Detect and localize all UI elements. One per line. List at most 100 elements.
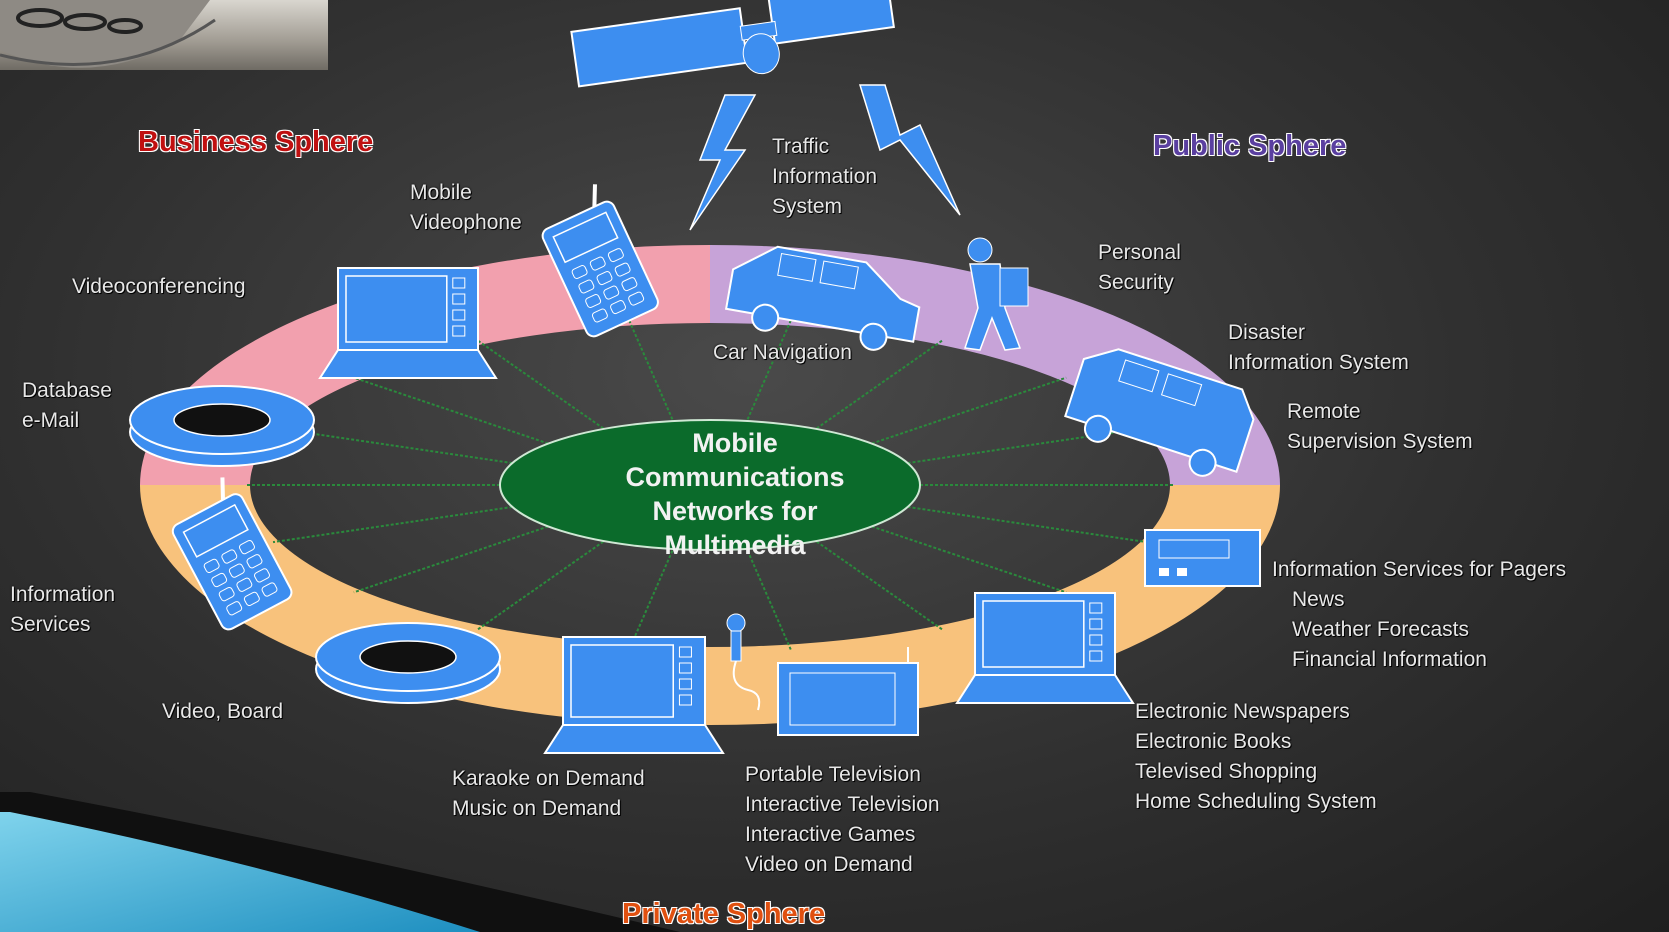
remote-supervision-label: Remote Supervision System — [1287, 397, 1473, 457]
pager-services-label: Information Services for Pagers News Wea… — [1272, 555, 1566, 675]
label-line: Weather Forecasts — [1292, 618, 1470, 641]
phone-key — [261, 582, 278, 597]
phone-key — [221, 549, 238, 564]
electronic-newspapers-label: Electronic Newspapers Electronic Books T… — [1135, 697, 1377, 817]
information-services-label: Information Services — [10, 580, 115, 640]
van-window — [1160, 373, 1203, 407]
phone-key — [226, 601, 243, 616]
lightning-icon — [689, 94, 757, 231]
laptop-display — [982, 600, 1085, 668]
laptop-button — [678, 694, 692, 706]
phone-key — [243, 591, 260, 607]
car-navigation-label: Car Navigation — [713, 338, 852, 368]
spoke-line — [902, 505, 1148, 544]
laptop-button — [678, 646, 692, 658]
van-icon — [1064, 348, 1255, 477]
phone-key — [596, 271, 613, 286]
label-line: Videophone — [410, 211, 522, 234]
private-sphere-title: Private Sphere — [622, 898, 826, 930]
phone-antenna — [220, 477, 225, 500]
disc-hole — [173, 403, 271, 437]
label-line: Videoconferencing — [72, 275, 246, 298]
tv-icon — [777, 647, 919, 736]
spoke-line — [744, 545, 792, 650]
disc-icon — [129, 385, 315, 467]
pager-button — [1177, 568, 1187, 576]
hub-line: Communications — [625, 462, 845, 492]
phone-key — [610, 300, 627, 315]
label-line: Mobile — [410, 181, 472, 204]
car-window — [819, 260, 859, 290]
laptop-keyboard — [318, 349, 498, 379]
satellite-dish — [742, 33, 780, 75]
phone-key — [603, 285, 620, 300]
pager-screen — [1158, 539, 1230, 559]
label-line: News — [1292, 588, 1345, 611]
label-line: Music on Demand — [452, 797, 622, 820]
database-email-label: Database e-Mail — [22, 376, 112, 436]
phone-key — [628, 291, 645, 306]
spoke-line — [476, 537, 609, 631]
label-line: Services — [10, 613, 91, 636]
laptop-button — [452, 309, 466, 321]
van-window — [1118, 359, 1160, 393]
car-wheel — [751, 303, 780, 332]
label-line: Karaoke on Demand — [452, 767, 645, 790]
spoke-line — [628, 320, 676, 425]
portable-television-label: Portable Television Interactive Televisi… — [745, 760, 940, 880]
label-line: Video, Board — [162, 700, 284, 723]
phone-screen — [182, 503, 249, 558]
label-line: e-Mail — [22, 409, 80, 432]
mobile-videophone-label: Mobile Videophone — [410, 178, 522, 238]
phone-key — [218, 586, 235, 602]
phone-key — [585, 294, 602, 309]
label-line: Traffic — [772, 135, 830, 158]
label-line: Portable Television — [745, 763, 921, 786]
disaster-information-label: Disaster Information System — [1228, 318, 1409, 378]
label-line: Interactive Games — [745, 823, 916, 846]
phone-key — [236, 577, 253, 592]
phone-photo-thumbnail — [0, 0, 328, 70]
label-line: Information — [10, 583, 116, 606]
label-line: System — [772, 195, 843, 218]
phone-key — [228, 563, 245, 578]
spoke-line — [866, 376, 1067, 447]
spoke-line — [811, 537, 944, 631]
phone-key — [578, 279, 595, 294]
spoke-line — [628, 545, 676, 650]
laptop-button — [678, 662, 692, 674]
label-line: Disaster — [1228, 321, 1306, 344]
phone-key — [571, 265, 588, 280]
car-window — [777, 252, 817, 282]
videoconferencing-label: Videoconferencing — [72, 272, 246, 302]
label-line: Car Navigation — [713, 341, 852, 364]
label-line: Personal — [1098, 241, 1181, 264]
label-line: Security — [1098, 271, 1174, 294]
laptop-button — [678, 678, 692, 690]
lightning-icon — [858, 84, 961, 216]
mobile-phone-icon — [541, 184, 659, 338]
phone-antenna — [592, 184, 597, 207]
phone-key — [254, 568, 270, 583]
spoke-line — [866, 523, 1067, 594]
disc-hole — [359, 640, 457, 674]
laptop-keyboard — [543, 724, 725, 754]
label-line: Home Scheduling System — [1135, 790, 1377, 813]
spoke-line — [744, 320, 792, 425]
microphone-cable — [732, 660, 761, 711]
tv-screen — [789, 672, 896, 726]
phone-key — [591, 308, 608, 323]
personal-security-label: Personal Security — [1098, 238, 1181, 298]
laptop-button — [1089, 618, 1103, 630]
person-icon — [964, 237, 1029, 351]
laptop-display — [570, 644, 674, 718]
phone-key — [589, 256, 606, 271]
label-line: Televised Shopping — [1135, 760, 1318, 783]
hub-line: Multimedia — [664, 530, 806, 560]
phone-key — [246, 554, 263, 569]
microphone-icon — [726, 613, 761, 711]
laptop-button — [1089, 650, 1103, 662]
spoke-line — [476, 339, 609, 433]
phone-key — [211, 572, 228, 588]
